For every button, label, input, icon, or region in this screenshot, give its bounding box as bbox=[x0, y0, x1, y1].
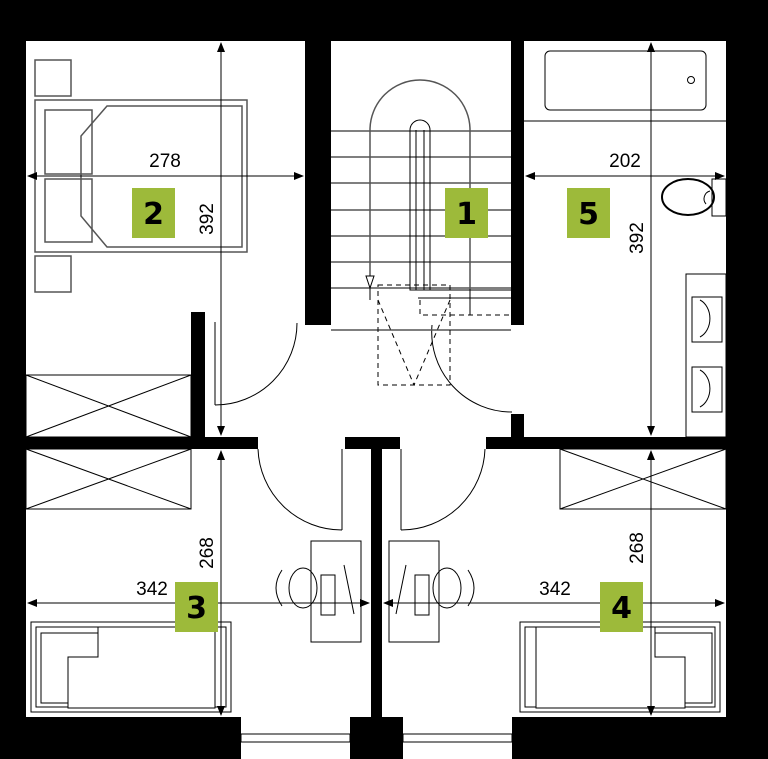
sinks bbox=[685, 273, 727, 438]
room5-length-dimension: 392 bbox=[627, 222, 648, 254]
nightstand bbox=[34, 255, 72, 293]
room-label-1: 1 bbox=[445, 188, 488, 238]
desk bbox=[388, 540, 475, 643]
desk bbox=[275, 540, 362, 643]
room-number: 2 bbox=[143, 197, 164, 232]
wardrobe bbox=[25, 374, 192, 438]
room2-width-dimension: 278 bbox=[149, 151, 181, 172]
room2-length-dimension: 392 bbox=[197, 203, 218, 235]
wardrobe bbox=[25, 448, 192, 510]
room3-length-dimension: 268 bbox=[197, 537, 218, 569]
single-bed bbox=[30, 621, 232, 713]
room3-width-dimension: 342 bbox=[136, 579, 168, 600]
room-number: 1 bbox=[456, 197, 477, 232]
nightstand bbox=[34, 59, 72, 97]
room-label-5: 5 bbox=[567, 188, 610, 238]
doors bbox=[214, 322, 513, 531]
single-bed bbox=[519, 621, 721, 713]
room-number: 5 bbox=[578, 197, 599, 232]
windows bbox=[240, 733, 513, 743]
room-number: 4 bbox=[611, 591, 632, 626]
room-label-4: 4 bbox=[600, 582, 643, 632]
room-label-3: 3 bbox=[175, 582, 218, 632]
wardrobe bbox=[559, 448, 727, 510]
room-label-2: 2 bbox=[132, 188, 175, 238]
room-number: 3 bbox=[186, 591, 207, 626]
dimension-lines bbox=[27, 42, 725, 716]
room5-width-dimension: 202 bbox=[609, 151, 641, 172]
room4-width-dimension: 342 bbox=[539, 579, 571, 600]
room4-length-dimension: 268 bbox=[627, 532, 648, 564]
bathtub bbox=[524, 50, 726, 122]
toilet bbox=[661, 178, 727, 217]
